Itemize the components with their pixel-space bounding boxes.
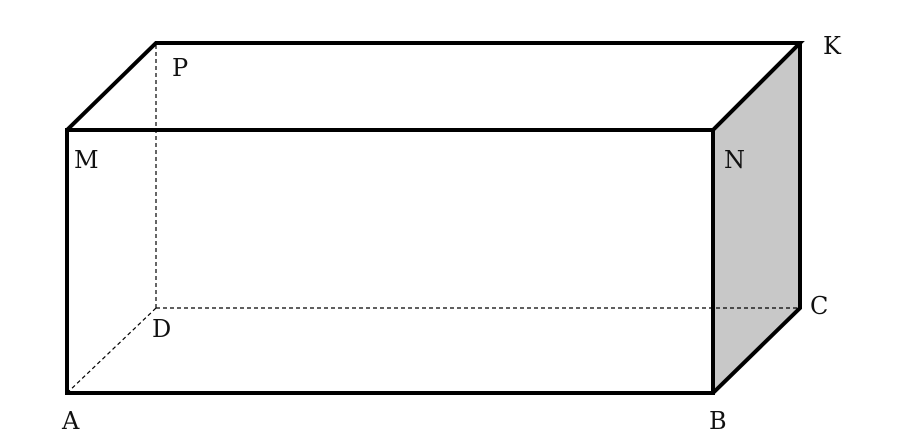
face-bckn [713, 43, 800, 393]
edge-ad [66, 307, 157, 394]
top-back-edges [65, 41, 805, 132]
vertex-label-b: B [709, 407, 727, 435]
right-back-edges [711, 43, 802, 395]
vertex-label-k: K [823, 32, 842, 60]
front-face [65, 128, 715, 395]
vertex-label-n: N [724, 146, 745, 174]
vertex-label-a: A [61, 407, 80, 435]
hidden-edges [66, 43, 800, 394]
vertex-label-c: C [810, 292, 828, 320]
visible-edges [65, 41, 805, 395]
vertex-label-m: M [74, 146, 99, 174]
vertex-label-p: P [172, 54, 188, 82]
vertex-label-d: D [152, 315, 171, 343]
